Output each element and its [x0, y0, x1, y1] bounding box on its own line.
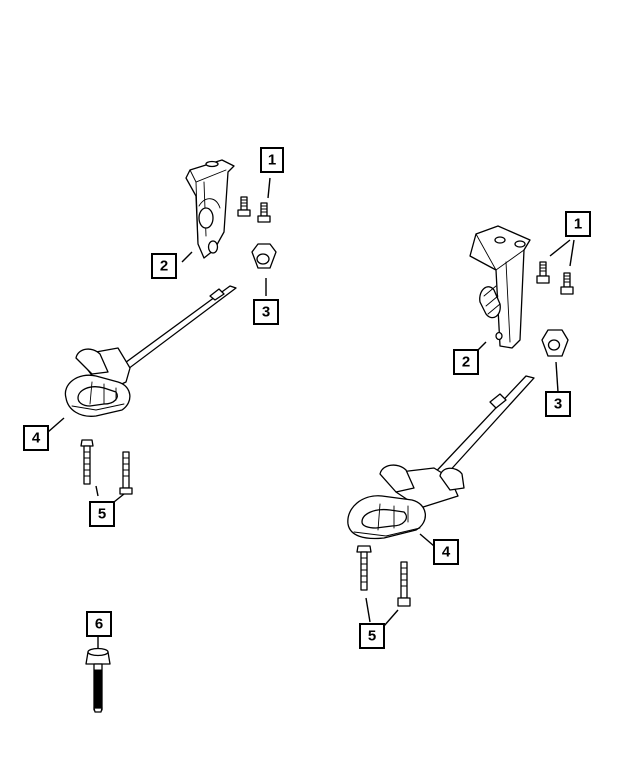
right-leader-2	[477, 341, 487, 351]
left-leader-5a	[95, 485, 99, 497]
callout-right-5: 5	[359, 623, 385, 649]
callout-left-6: 6	[86, 611, 112, 637]
left-long-bolt	[85, 647, 111, 713]
right-leader-3	[555, 361, 559, 393]
right-leader-1b	[569, 239, 575, 267]
svg-text:2: 2	[462, 354, 470, 371]
svg-text:2: 2	[160, 258, 168, 275]
left-small-bolt-a	[237, 196, 251, 217]
right-leader-1a	[549, 239, 571, 257]
svg-text:6: 6	[95, 616, 103, 633]
svg-text:3: 3	[262, 304, 270, 321]
right-nut	[541, 329, 569, 357]
callout-right-2: 2	[453, 349, 479, 375]
right-tow-hook	[347, 375, 535, 540]
right-small-bolt-b	[560, 272, 574, 295]
callout-left-5: 5	[89, 501, 115, 527]
svg-text:4: 4	[442, 544, 451, 561]
left-small-bolt-b	[257, 202, 271, 223]
right-bracket	[469, 225, 531, 349]
callout-right-3: 3	[545, 391, 571, 417]
left-assembly: 1 2 3 4 5 6	[23, 147, 284, 713]
callout-left-3: 3	[253, 299, 279, 325]
left-bracket	[185, 159, 235, 259]
left-tow-hook	[64, 285, 237, 417]
svg-text:4: 4	[32, 430, 41, 447]
right-assembly: 1 2 3 4 5	[347, 211, 591, 649]
right-bolt-a	[356, 545, 372, 591]
right-small-bolt-a	[536, 261, 550, 284]
callout-left-2: 2	[151, 253, 177, 279]
left-leader-2	[181, 251, 193, 263]
left-bolt-a	[80, 439, 94, 485]
svg-text:5: 5	[98, 506, 106, 523]
callout-right-1: 1	[565, 211, 591, 237]
right-bolt-b	[397, 561, 411, 607]
right-leader-4	[419, 533, 435, 547]
svg-text:5: 5	[368, 628, 376, 645]
left-leader-5b	[113, 493, 125, 503]
right-leader-5b	[383, 609, 399, 627]
left-leader-1	[267, 177, 271, 199]
left-bolt-b	[119, 451, 133, 495]
left-leader-4	[47, 417, 65, 433]
svg-text:3: 3	[554, 396, 562, 413]
callout-left-4: 4	[23, 425, 49, 451]
svg-text:1: 1	[268, 152, 276, 169]
left-nut	[251, 243, 277, 269]
svg-text:1: 1	[574, 216, 582, 233]
callout-left-1: 1	[260, 147, 284, 173]
right-leader-5a	[365, 597, 371, 623]
callout-right-4: 4	[433, 539, 459, 565]
